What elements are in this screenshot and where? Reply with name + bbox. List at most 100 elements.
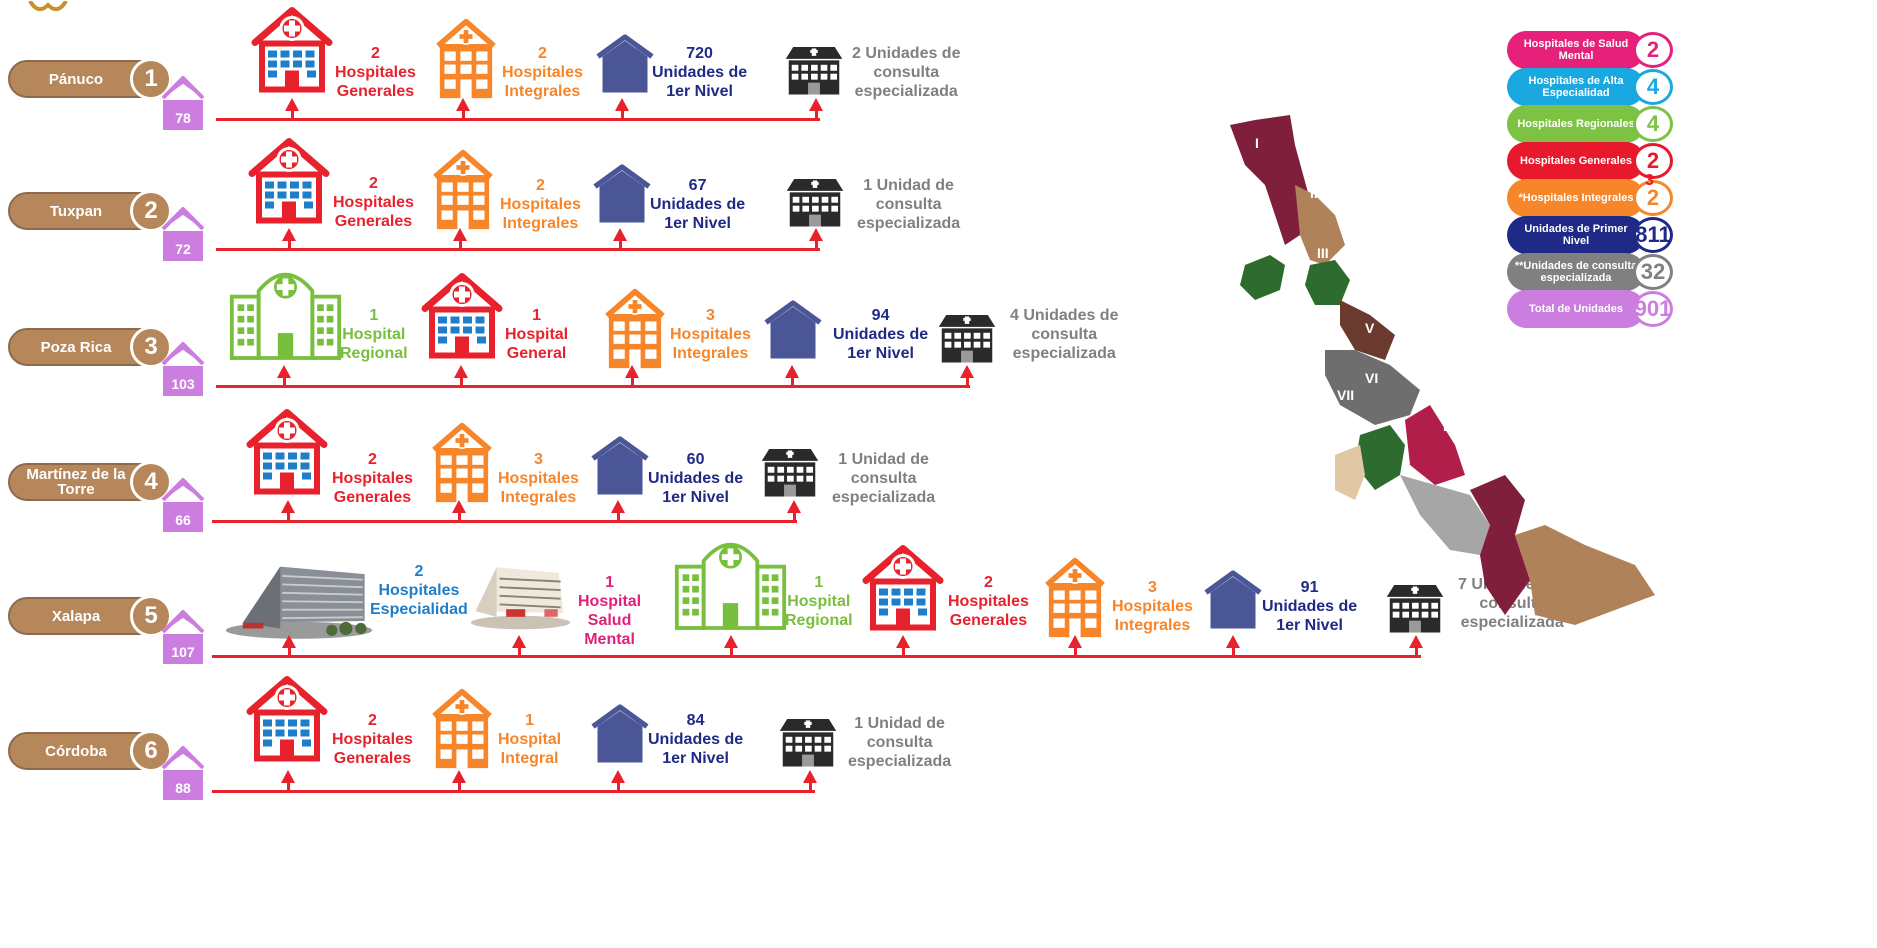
map-label-V: V xyxy=(1365,320,1375,336)
arrow-stem xyxy=(287,513,290,521)
label-line: Integrales xyxy=(1114,617,1191,634)
arrow-up-icon xyxy=(1409,635,1423,648)
row-connector-line xyxy=(212,790,815,793)
label-line: Regional xyxy=(785,612,853,629)
arrow-up-icon xyxy=(785,365,799,378)
consulta-especializada-icon xyxy=(779,44,849,96)
arrow-stem xyxy=(1074,648,1077,656)
legend-label: Hospitales de Alta Especialidad xyxy=(1507,68,1645,106)
arrow-up-icon xyxy=(625,365,639,378)
arrow-up-icon xyxy=(453,228,467,241)
arrow-up-icon xyxy=(809,98,823,111)
label-line: consulta xyxy=(850,470,917,487)
region-total-value: 88 xyxy=(175,780,191,796)
label-line: 3 xyxy=(706,307,715,324)
label-line: Unidades de xyxy=(652,64,748,81)
label-line: Unidades de xyxy=(648,731,744,748)
label-line: Integral xyxy=(500,750,559,767)
label-line: 67 xyxy=(688,177,707,194)
consulta-especializada-icon xyxy=(755,446,825,498)
label-line: 91 xyxy=(1300,579,1319,596)
primer-nivel-icon xyxy=(762,300,824,360)
arrow-stem xyxy=(617,783,620,791)
hospital-general-icon xyxy=(247,2,337,97)
legend-label: Total de Unidades xyxy=(1507,290,1645,328)
arrow-up-icon xyxy=(787,500,801,513)
label-line: 2 xyxy=(538,45,547,62)
arrow-stem xyxy=(791,378,794,386)
arrow-stem xyxy=(815,241,818,249)
map-label-VII: VII xyxy=(1337,387,1355,403)
legend-value: 2 xyxy=(1633,180,1673,216)
arrow-up-icon xyxy=(454,365,468,378)
arrow-stem xyxy=(459,241,462,249)
label-line: 1er Nivel xyxy=(662,750,729,767)
label-line: especializada xyxy=(1012,345,1116,362)
label-line: 3 xyxy=(1148,579,1157,596)
label-line: especializada xyxy=(832,489,936,506)
label-line: Generales xyxy=(334,213,413,230)
label-line: Integrales xyxy=(500,489,577,506)
region-total-value: 103 xyxy=(171,376,195,392)
label-line: Integrales xyxy=(672,345,749,362)
label-line: 2 xyxy=(368,451,377,468)
arrow-up-icon xyxy=(282,635,296,648)
label-line: 1 Unidad de xyxy=(863,177,954,194)
label-line: Hospital xyxy=(578,593,642,610)
map-label-III-b: III xyxy=(1317,245,1329,261)
arrow-stem xyxy=(458,783,461,791)
map-label-VI: VI xyxy=(1365,370,1379,386)
label-line: 1 Unidad de xyxy=(854,715,945,732)
hospital-integral-icon xyxy=(424,686,500,770)
label-line: Hospitales xyxy=(333,194,414,211)
hospital-especialidad-image xyxy=(224,555,374,640)
arrow-stem xyxy=(283,378,286,386)
legend-value: 2 xyxy=(1633,143,1673,179)
legend-value: 4 xyxy=(1633,106,1673,142)
arrow-stem xyxy=(462,111,465,119)
legend-label: Hospitales Regionales xyxy=(1507,105,1645,143)
label-line: 2 xyxy=(984,574,993,591)
arrow-up-icon xyxy=(1068,635,1082,648)
label-line: 1 xyxy=(525,712,535,729)
arrow-up-icon xyxy=(613,228,627,241)
row-connector-line xyxy=(216,385,970,388)
veracruz-map: I II III III IV V VI VII VIII IX X XI xyxy=(1215,115,1735,625)
arrow-up-icon xyxy=(724,635,738,648)
arrow-up-icon xyxy=(452,770,466,783)
arrow-stem xyxy=(621,111,624,119)
label-line: Especialidad xyxy=(370,601,468,618)
arrow-up-icon xyxy=(277,365,291,378)
label-line: Salud xyxy=(587,612,632,629)
consulta-especializada-icon xyxy=(932,312,1002,364)
label-line: Hospital xyxy=(787,593,851,610)
arrow-up-icon xyxy=(611,770,625,783)
label-line: 2 xyxy=(368,712,377,729)
region-total-badge: 88 xyxy=(161,742,205,800)
arrow-stem xyxy=(631,378,634,386)
arrow-up-icon xyxy=(452,500,466,513)
label-line: Hospitales xyxy=(332,470,413,487)
legend-label: Unidades de Primer Nivel xyxy=(1507,216,1645,254)
arrow-up-icon xyxy=(809,228,823,241)
label-line: Hospitales xyxy=(500,196,581,213)
hospital-regional-icon xyxy=(673,533,788,631)
